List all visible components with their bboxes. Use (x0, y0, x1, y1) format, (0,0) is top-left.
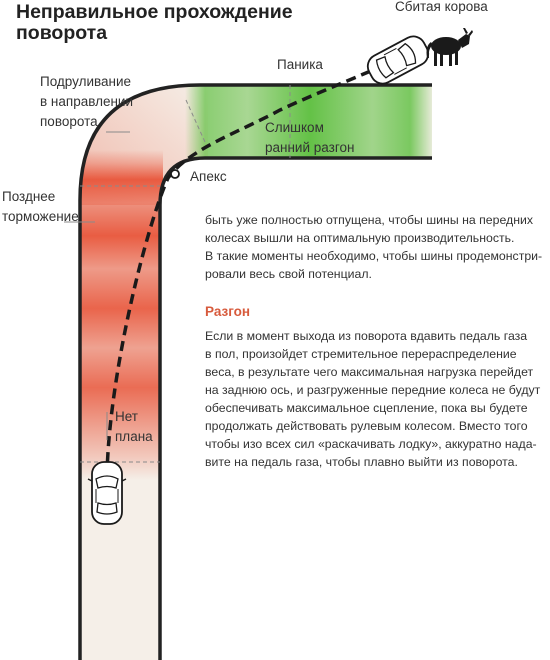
article-paragraph-1: быть уже полностью отпущена, чтобы шины … (205, 213, 543, 281)
car-end-icon (366, 35, 430, 85)
diagram-title: Неправильное прохождение поворота (16, 1, 293, 44)
road-inner-edge (158, 156, 432, 660)
label-early-accel: Слишком ранний разгон (265, 120, 355, 155)
apex-marker (170, 169, 180, 179)
label-apex: Апекс (190, 169, 227, 184)
zone-separators (80, 85, 291, 463)
road-outer-edge (78, 83, 432, 660)
car-start-icon (87, 461, 127, 525)
label-no-plan: Нет плана (115, 409, 153, 444)
cow-icon (426, 28, 473, 66)
label-cow: Сбитая корова (395, 0, 488, 14)
article-text: быть уже полностью отпущена, чтобы шины … (205, 211, 545, 471)
label-steer: Подруливание в направлении поворота (40, 74, 133, 129)
article-paragraph-2: Если в момент выхода из поворота вдавить… (205, 329, 541, 469)
leader-lines (64, 131, 130, 440)
label-panic: Паника (277, 57, 323, 72)
label-late-brake: Позднее торможение (2, 189, 79, 224)
article-heading: Разгон (205, 304, 251, 319)
